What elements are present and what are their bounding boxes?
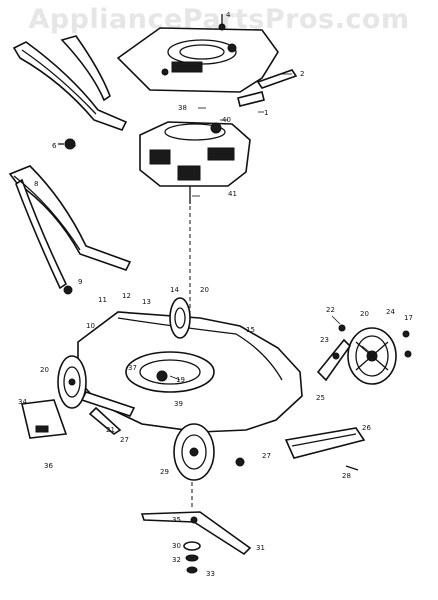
callout-8: 8	[34, 180, 38, 188]
callout-2: 2	[300, 70, 304, 78]
callout-33: 33	[206, 570, 215, 578]
callout-24: 24	[386, 308, 395, 316]
callout-6: 6	[52, 142, 57, 150]
bolt[interactable]	[345, 465, 359, 471]
discharge-deflector[interactable]	[284, 427, 366, 459]
callout-30: 30	[172, 542, 181, 550]
callout-39: 39	[174, 400, 183, 408]
deflector-bracket[interactable]	[237, 91, 265, 107]
callout-37: 37	[128, 364, 137, 372]
callout-29: 29	[160, 468, 169, 476]
callout-12: 12	[122, 292, 131, 300]
callout-20c: 20	[40, 366, 49, 374]
wheel-rear-right[interactable]	[347, 327, 397, 385]
callout-20a: 20	[200, 286, 209, 294]
callout-41: 41	[228, 190, 237, 198]
height-adjuster-left[interactable]	[80, 391, 136, 435]
callout-26: 26	[362, 424, 371, 432]
callout-22: 22	[326, 306, 335, 314]
callout-40: 40	[222, 116, 231, 124]
callout-36: 36	[44, 462, 53, 470]
mower-deck[interactable]	[77, 311, 303, 433]
callout-34: 34	[18, 398, 27, 406]
callout-21: 21	[106, 426, 115, 434]
engine-assembly[interactable]	[139, 121, 251, 204]
blade-bolt[interactable]	[185, 554, 199, 574]
blade[interactable]	[140, 511, 252, 556]
callout-labels: 4 2 1 38 40 6 41 8 9 11 12 13 14 20 10 1…	[18, 11, 413, 578]
callout-leaders	[67, 73, 373, 381]
callout-13: 13	[142, 298, 151, 306]
axle-bolt[interactable]	[338, 324, 412, 358]
callout-38: 38	[178, 104, 187, 112]
callout-14: 14	[170, 286, 179, 294]
callout-11: 11	[98, 296, 107, 304]
wheel-rear-left[interactable]	[169, 297, 191, 339]
callout-20b: 20	[360, 310, 369, 318]
callout-23: 23	[320, 336, 329, 344]
callout-27b: 27	[262, 452, 271, 460]
callout-28: 28	[342, 472, 351, 480]
wheel-front-right[interactable]	[173, 423, 215, 481]
wheel-front-left[interactable]	[57, 355, 87, 409]
callout-25: 25	[316, 394, 325, 402]
blade-adapter[interactable]	[183, 541, 201, 551]
lower-handle[interactable]	[8, 165, 132, 290]
callout-10: 10	[86, 322, 95, 330]
callout-9: 9	[78, 278, 82, 286]
callout-15: 15	[246, 326, 255, 334]
callout-17: 17	[404, 314, 413, 322]
callout-27a: 27	[120, 436, 129, 444]
callout-1: 1	[264, 109, 268, 117]
screw[interactable]	[218, 14, 226, 31]
upper-handle[interactable]	[12, 35, 128, 131]
callout-4: 4	[226, 11, 231, 19]
rear-plate[interactable]	[21, 399, 68, 439]
nut[interactable]	[235, 457, 245, 467]
engine-shroud[interactable]	[116, 27, 279, 93]
handle-bolt[interactable]	[63, 285, 73, 295]
handle-knob[interactable]	[58, 138, 76, 150]
callout-35: 35	[172, 516, 181, 524]
wheel-adjuster[interactable]	[316, 338, 352, 382]
callout-32: 32	[172, 556, 181, 564]
callout-19: 19	[176, 376, 185, 384]
bracket[interactable]	[256, 69, 298, 89]
callout-31: 31	[256, 544, 265, 552]
